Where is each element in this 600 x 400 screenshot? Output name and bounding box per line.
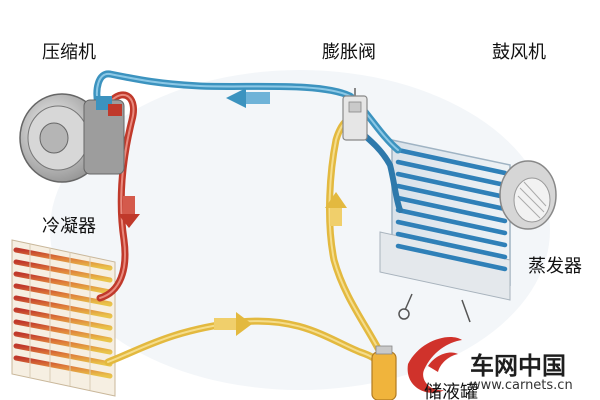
flow-arrow-right <box>214 312 252 336</box>
compressor <box>19 93 125 183</box>
blower <box>499 160 557 230</box>
receiver-drier-label: 储液罐 <box>424 382 478 400</box>
flow-arrow-up <box>325 192 347 226</box>
expansion-valve <box>342 88 368 141</box>
flow-arrow-left <box>226 88 270 108</box>
blower-label: 鼓风机 <box>492 42 546 63</box>
evaporator <box>379 139 511 323</box>
flow-arrow-down <box>118 196 140 228</box>
brand-logo-icon <box>407 337 462 393</box>
evaporator-label: 蒸发器 <box>528 256 582 277</box>
watermark-url: www.carnets.cn <box>470 378 573 393</box>
condenser <box>11 239 116 397</box>
compressor-label: 压缩机 <box>42 42 96 63</box>
watermark-brand-name: 车网中国 <box>470 352 566 380</box>
condenser-label: 冷凝器 <box>42 216 96 237</box>
expansion-valve-label: 膨胀阀 <box>322 42 376 63</box>
valve-outlet-line <box>353 125 403 213</box>
receiver-drier <box>371 345 397 400</box>
